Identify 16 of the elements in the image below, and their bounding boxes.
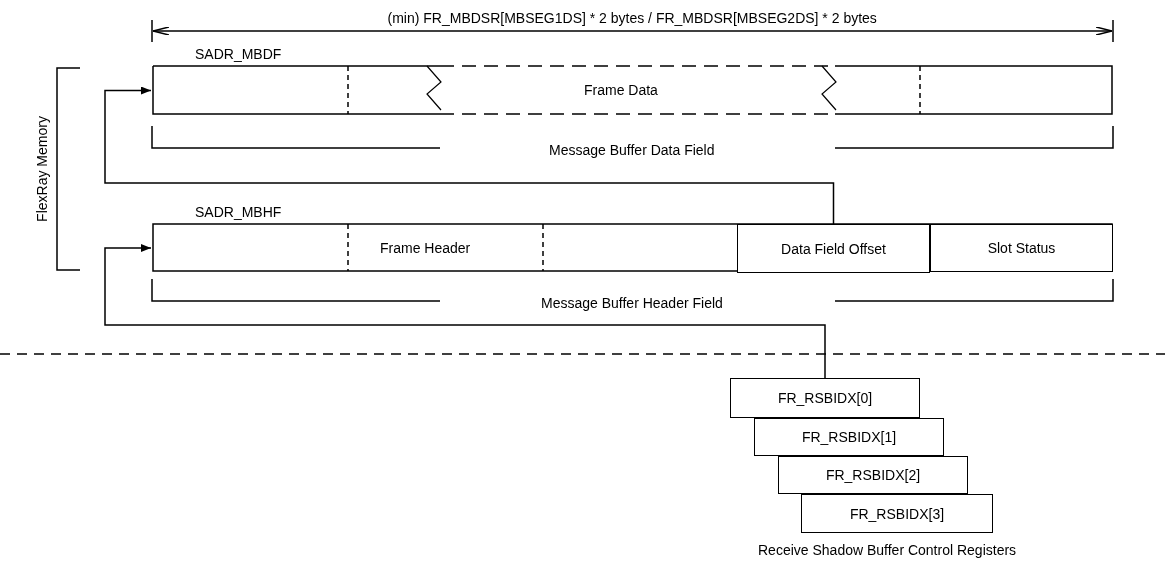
register-field: Slot Status <box>930 224 1113 272</box>
register-box: FR_RSBIDX[2] <box>778 456 968 494</box>
address-label: SADR_MBDF <box>195 46 282 62</box>
field-label: Frame Data <box>584 82 658 98</box>
register-box: FR_RSBIDX[0] <box>730 378 920 418</box>
dimension-label: (min) FR_MBDSR[MBSEG1DS] * 2 bytes / FR_MBDSR[MBSEG2DS] * 2 bytes <box>387 10 877 26</box>
register-box: FR_RSBIDX[1] <box>754 418 944 456</box>
caption: Message Buffer Header Field <box>541 295 723 311</box>
arrow <box>104 86 835 225</box>
address-label: SADR_MBHF <box>195 204 282 220</box>
register-box: FR_RSBIDX[3] <box>801 494 993 533</box>
field-label: Frame Header <box>380 240 471 256</box>
register-field: Data Field Offset <box>737 224 930 273</box>
bracket-label: FlexRay Memory <box>33 116 50 222</box>
arrow <box>104 244 826 379</box>
caption: Message Buffer Data Field <box>549 142 715 158</box>
